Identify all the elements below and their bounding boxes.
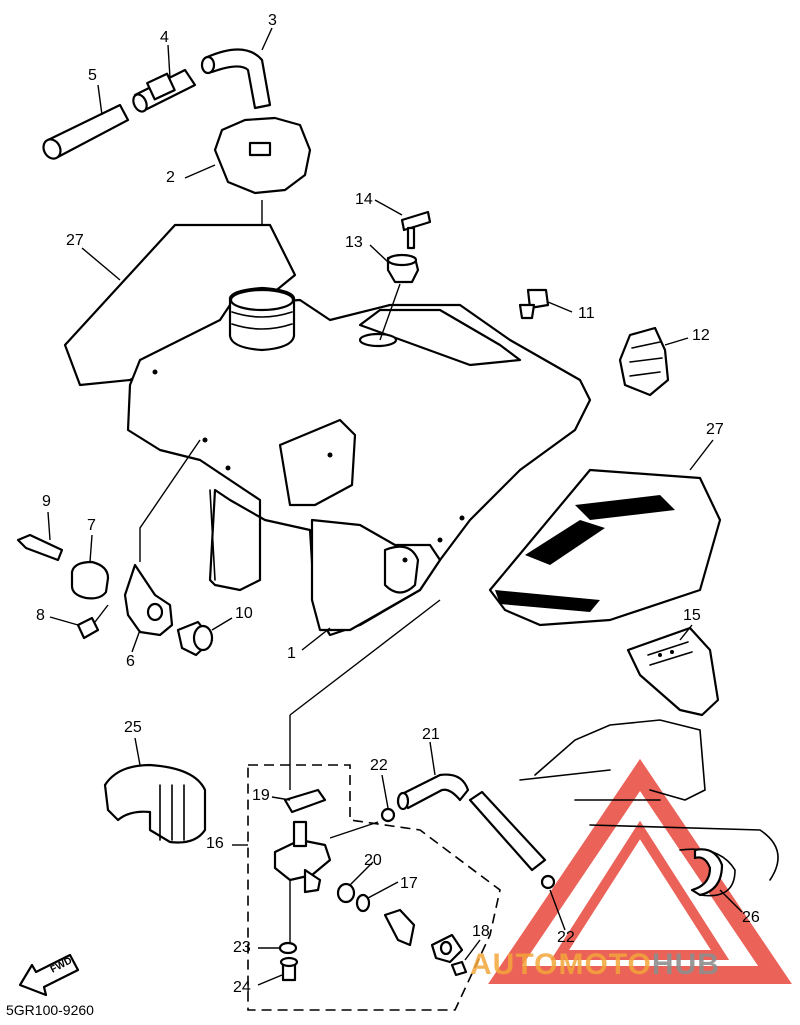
part-14-screw [400,210,432,250]
callout-20: 20 [364,852,382,869]
callout-24: 24 [233,979,251,996]
callout-14: 14 [355,191,373,208]
part-fuel-cock-lever [383,908,416,947]
callout-9: 9 [42,493,51,510]
part-6-bracket [123,439,201,637]
part-16-fuel-cock [273,820,379,945]
callout-11: 11 [578,305,595,322]
callout-25: 25 [124,719,142,736]
callout-2: 2 [166,169,175,186]
part-11-bolt [518,288,550,320]
callout-21: 21 [422,726,440,743]
part-10-collar [176,620,214,657]
fwd-arrow [18,953,80,997]
part-23-washer [278,941,298,955]
callout-12: 12 [692,327,710,344]
callout-27b: 27 [706,421,724,438]
callout-10: 10 [235,605,253,622]
watermark-logo [488,758,792,984]
part-21-fuel-hose [396,773,547,872]
part-5-breather-pipe [42,103,130,160]
callout-15: 15 [683,607,701,624]
callout-17: 17 [400,875,418,892]
carburetor-context [519,719,779,897]
watermark-text: AUTOMOTOHUB [470,948,720,982]
part-25-cover [103,763,207,844]
callout-23: 23 [233,939,251,956]
part-1-fuel-tank [126,286,592,637]
callout-16: 16 [206,835,224,852]
part-26-clamp [690,848,724,897]
callout-3: 3 [268,12,277,29]
callout-22a: 22 [370,757,388,774]
watermark-part1: AUTOMOTO [470,948,652,981]
part-4-check-valve [132,68,197,113]
callout-leaders [47,27,743,986]
part-12-band [618,326,670,397]
part-19-strainer-gasket [283,788,327,814]
part-18-screw-plate [430,933,468,977]
part-7-damper [70,560,110,600]
callout-22b: 22 [557,929,575,946]
callout-13: 13 [345,234,363,251]
callout-19: 19 [252,787,270,804]
part-27-right-decal [488,468,722,627]
part-3-hose [200,48,272,110]
part-9-bolt [16,533,64,562]
part-15-cover [626,626,720,717]
part-17-seal [355,893,371,913]
callout-6: 6 [126,653,135,670]
part-13-grommet [379,253,420,341]
callout-5: 5 [88,67,97,84]
callout-26: 26 [742,909,760,926]
part-20-o-ring [336,882,356,904]
diagram-code: 5GR100-9260 [6,1002,94,1018]
part-24-screw [279,956,299,982]
fuel-cock-assembly-boundary [247,599,501,1011]
callout-27a: 27 [66,232,84,249]
part-22-clip-lower [540,874,556,890]
callout-18: 18 [472,923,490,940]
callout-7: 7 [87,517,96,534]
watermark-part2: HUB [651,948,720,981]
callout-8: 8 [36,607,45,624]
part-22-clip [380,807,396,823]
callout-1: 1 [287,645,296,662]
callout-4: 4 [160,29,169,46]
part-8-bolt [76,604,109,640]
part-2-tank-cap [213,116,312,300]
